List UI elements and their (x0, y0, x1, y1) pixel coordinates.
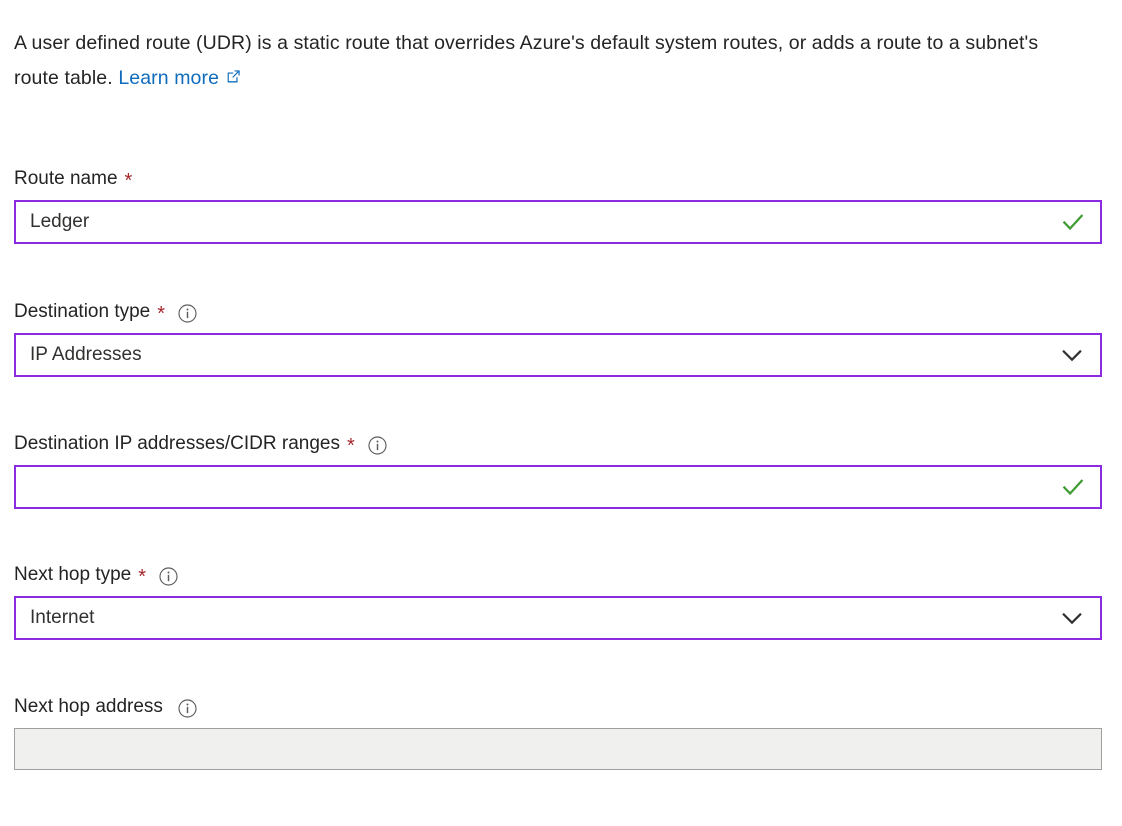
route-name-input[interactable]: Ledger (14, 200, 1102, 244)
required-asterisk: * (157, 303, 166, 325)
chevron-down-icon (1058, 341, 1086, 369)
intro-description-text: A user defined route (UDR) is a static r… (14, 32, 1039, 89)
required-asterisk: * (124, 170, 133, 192)
label-text: Route name (14, 168, 118, 189)
info-icon[interactable] (158, 566, 179, 587)
destination-type-value: IP Addresses (30, 344, 142, 365)
field-next-hop-address: Next hop address (14, 694, 1102, 770)
field-next-hop-type: Next hop type * Internet (14, 562, 1102, 640)
field-destination-ip-cidr: Destination IP addresses/CIDR ranges * (14, 431, 1102, 509)
required-asterisk: * (346, 435, 355, 457)
field-next-hop-type-label: Next hop type * (14, 562, 1102, 588)
required-asterisk: * (138, 566, 147, 588)
learn-more-label: Learn more (118, 67, 220, 89)
next-hop-type-value: Internet (30, 607, 95, 628)
route-name-value: Ledger (30, 211, 90, 232)
label-text: Next hop type (14, 564, 132, 585)
chevron-down-icon (1058, 604, 1086, 632)
next-hop-address-input (14, 728, 1102, 770)
field-destination-ip-cidr-label: Destination IP addresses/CIDR ranges * (14, 431, 1102, 457)
valid-checkmark-icon (1060, 209, 1086, 235)
label-text: Next hop address (14, 696, 163, 717)
destination-type-select[interactable]: IP Addresses (14, 333, 1102, 377)
valid-checkmark-icon (1060, 474, 1086, 500)
field-next-hop-address-label: Next hop address (14, 694, 1102, 720)
field-route-name-label: Route name * (14, 166, 1102, 192)
info-icon[interactable] (367, 435, 388, 456)
destination-ip-cidr-input[interactable] (14, 465, 1102, 509)
label-text: Destination type (14, 301, 151, 322)
next-hop-type-select[interactable]: Internet (14, 596, 1102, 640)
intro-description: A user defined route (UDR) is a static r… (14, 26, 1076, 97)
info-icon[interactable] (177, 698, 198, 719)
info-icon[interactable] (177, 303, 198, 324)
learn-more-link[interactable]: Learn more (118, 67, 242, 89)
external-link-icon (225, 62, 242, 97)
field-route-name: Route name * Ledger (14, 166, 1102, 244)
field-destination-type: Destination type * IP Addresses (14, 299, 1102, 377)
label-text: Destination IP addresses/CIDR ranges (14, 433, 340, 454)
field-destination-type-label: Destination type * (14, 299, 1102, 325)
